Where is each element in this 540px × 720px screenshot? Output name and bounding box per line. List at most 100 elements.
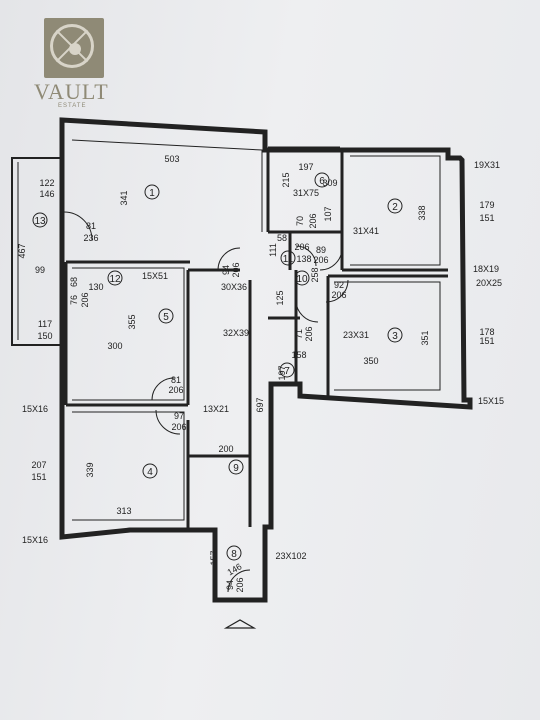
- dimension-label: 178: [479, 327, 494, 337]
- room-number-circle: [387, 198, 403, 214]
- dimension-label: 18X19: [473, 264, 499, 274]
- dimension-label: 206: [231, 262, 241, 277]
- room-number: 10: [296, 274, 308, 285]
- dimension-label: 23X102: [275, 551, 306, 561]
- dimension-label: 76: [69, 295, 79, 305]
- dimension-label: 206: [80, 292, 90, 307]
- dimension-label: 151: [479, 213, 494, 223]
- dimension-label: 197: [298, 162, 313, 172]
- dimension-label: 206: [313, 255, 328, 265]
- dimension-label: 236: [83, 233, 98, 243]
- dimension-label: 94: [221, 265, 231, 275]
- dimension-label: 68: [69, 277, 79, 287]
- dimension-label: 70: [295, 216, 305, 226]
- vault-estate-logo: VAULT ESTATE: [28, 18, 128, 109]
- dimension-label: 146: [225, 561, 243, 577]
- dimension-label: 23X31: [343, 330, 369, 340]
- dimension-label: 206: [331, 290, 346, 300]
- dimension-label: 71: [294, 329, 304, 339]
- dimension-label: 30X36: [221, 282, 247, 292]
- room-number: 13: [34, 216, 46, 227]
- room-number: 7: [284, 366, 290, 377]
- dimension-label: 89: [316, 245, 326, 255]
- dimension-label: 313: [116, 506, 131, 516]
- dimension-label: 58: [277, 233, 287, 243]
- dimension-label: 341: [119, 190, 129, 205]
- dimension-label: 20X25: [476, 278, 502, 288]
- door-arcs: [63, 211, 349, 593]
- dimension-label: 467: [17, 243, 27, 258]
- dimension-label: 206: [171, 422, 186, 432]
- dimension-label: 697: [255, 397, 265, 412]
- dimension-label: 300: [107, 341, 122, 351]
- dimension-label: 151: [479, 336, 494, 346]
- dimension-label: 99: [35, 265, 45, 275]
- room-number: 8: [231, 549, 237, 560]
- dimension-label: 117: [38, 319, 52, 329]
- dimension-label: 158: [291, 350, 306, 360]
- room-number: 11: [283, 254, 294, 265]
- dimension-label: 150: [37, 331, 52, 341]
- dimension-label: 81: [86, 221, 96, 231]
- dimension-label: 31X75: [293, 188, 319, 198]
- dimension-label: 31X41: [353, 226, 379, 236]
- room-number: 2: [392, 202, 398, 213]
- dimension-label: 206: [294, 242, 309, 252]
- dimension-label: 215: [281, 172, 291, 187]
- dimension-label: 197: [277, 365, 287, 380]
- room-number-circle: [226, 545, 242, 561]
- room-number-circle: [107, 270, 123, 286]
- dimension-label: 309: [322, 178, 337, 188]
- dimension-label: 206: [308, 213, 318, 228]
- room-number: 4: [147, 467, 153, 478]
- dimension-label: 130: [88, 282, 103, 292]
- room-number-circle: [32, 212, 48, 228]
- room-number-circle: [387, 327, 403, 343]
- room-number: 9: [233, 463, 239, 474]
- dimension-label: 15X51: [142, 271, 168, 281]
- dimension-label: 206: [304, 326, 314, 341]
- dimension-label: 339: [85, 462, 95, 477]
- dimension-label: 138: [296, 254, 311, 264]
- dimension-label: 206: [168, 385, 183, 395]
- north-arrow-icon: [223, 619, 257, 629]
- dimension-label: 111: [268, 243, 278, 257]
- room-number: 1: [149, 188, 155, 199]
- dimension-label: 350: [363, 356, 378, 366]
- dimension-label: 351: [420, 330, 430, 345]
- walls: [11, 117, 473, 603]
- logo-name: VAULT: [34, 79, 109, 104]
- dimension-label: 200: [218, 444, 233, 454]
- dimension-label: 81: [171, 375, 181, 385]
- room-number: 5: [163, 312, 169, 323]
- dimension-label: 355: [127, 314, 137, 329]
- dimension-label: 207: [31, 460, 46, 470]
- room-number-circle: [280, 250, 296, 266]
- dimension-label: 206: [235, 577, 245, 592]
- dimension-label: 157: [209, 550, 219, 565]
- logo-subtitle: ESTATE: [58, 103, 87, 109]
- room-number-circle: [314, 172, 330, 188]
- room-number-circle: [142, 463, 158, 479]
- dimension-label: 15X16: [22, 404, 48, 414]
- room-number-circle: [294, 270, 310, 286]
- dimension-label: 19X31: [474, 160, 500, 170]
- dimension-label: 151: [31, 472, 46, 482]
- dimension-label: 179: [479, 200, 494, 210]
- vault-dial-icon: [44, 18, 104, 78]
- dimension-label: 146: [39, 189, 54, 199]
- dimension-label: 97: [174, 411, 184, 421]
- dimension-label: 15X16: [22, 535, 48, 545]
- dimension-label: 13X21: [203, 404, 229, 414]
- room-number: 3: [392, 331, 398, 342]
- room-number-circle: [158, 308, 174, 324]
- dimension-label: 503: [164, 154, 179, 164]
- dimension-label: 32X39: [223, 328, 249, 338]
- dimension-label: 94: [225, 580, 235, 590]
- room-number-circle: [228, 459, 244, 475]
- dimension-label: 92: [334, 280, 344, 290]
